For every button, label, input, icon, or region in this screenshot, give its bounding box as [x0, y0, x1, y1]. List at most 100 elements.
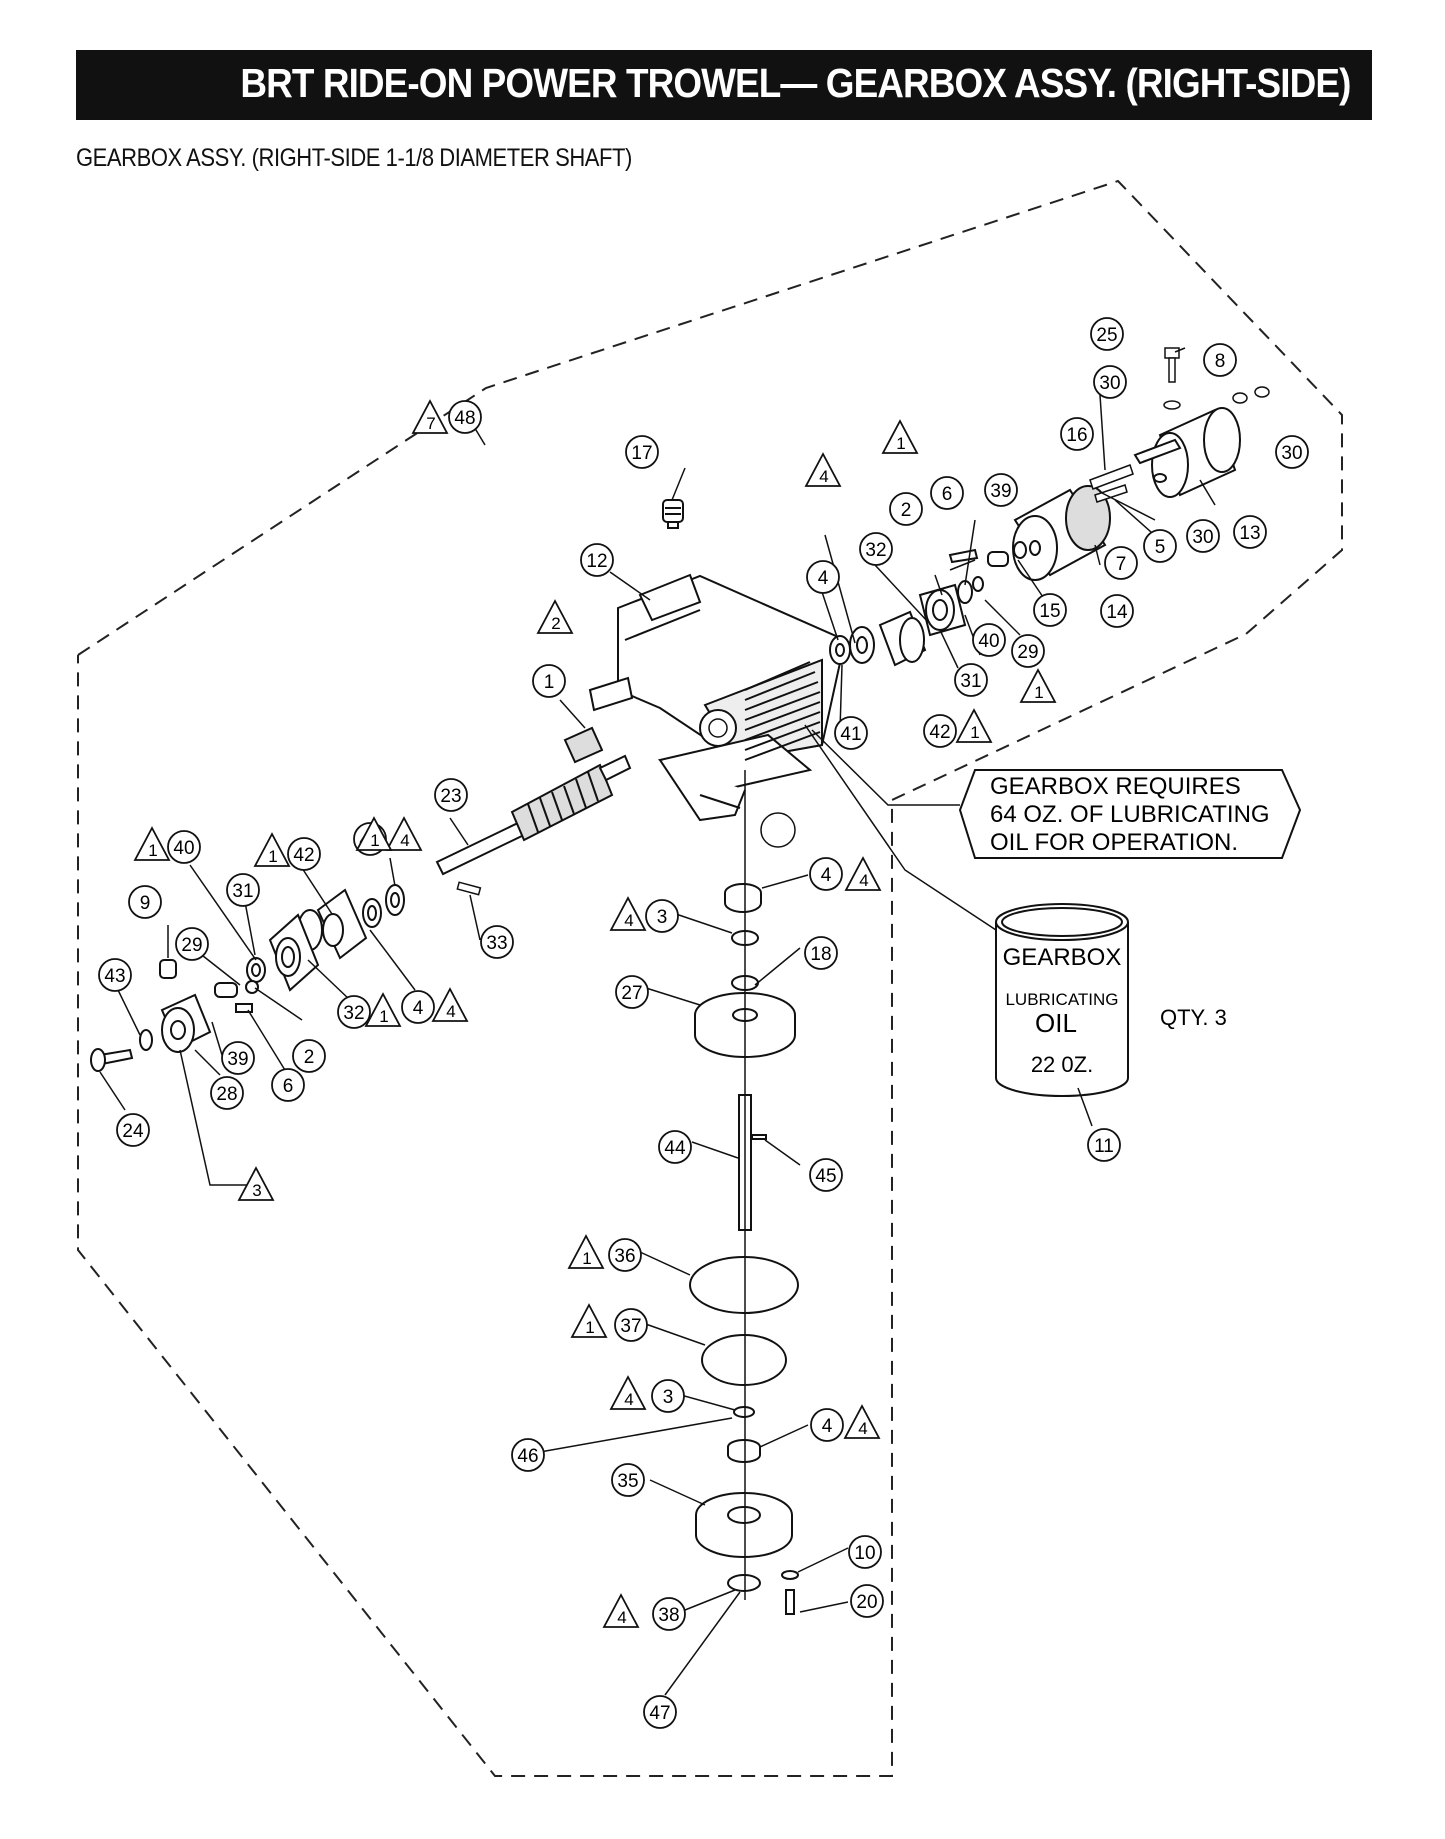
- note-triangle-shape: [253, 832, 291, 867]
- callout-label: 38: [658, 1605, 679, 1626]
- note-triangle-2: 2: [536, 599, 574, 634]
- callout-label: 46: [517, 1446, 538, 1467]
- callout-circle: [448, 400, 482, 434]
- callout-label: 48: [454, 408, 475, 429]
- callout-label: 29: [181, 935, 202, 956]
- note-triangle-shape: [609, 1375, 647, 1410]
- note-line-2: 64 OZ. OF LUBRICATING: [990, 801, 1270, 828]
- callout-4: 4: [809, 857, 843, 891]
- note-label: 1: [582, 1249, 591, 1268]
- callout-30: 30: [1186, 519, 1220, 553]
- callout-label: 20: [856, 1592, 877, 1613]
- callout-circle: [930, 476, 964, 510]
- callout-32: 32: [337, 995, 371, 1029]
- callout-label: 10: [854, 1543, 875, 1564]
- callout-label: 39: [227, 1049, 248, 1070]
- note-triangle-shape: [602, 1593, 640, 1628]
- callout-6: 6: [930, 476, 964, 510]
- callout-14: 14: [1100, 594, 1134, 628]
- note-triangle-4: 4: [843, 1404, 881, 1439]
- note-label: 4: [858, 1419, 867, 1438]
- note-label: 3: [252, 1181, 261, 1200]
- note-label: 4: [624, 1390, 633, 1409]
- callout-label: 3: [657, 907, 668, 928]
- callout-48: 48: [448, 400, 482, 434]
- note-triangle-1: 1: [364, 992, 402, 1027]
- callout-label: 47: [649, 1703, 670, 1724]
- oil-can-leader: [804, 724, 997, 931]
- callout-23: 23: [434, 778, 468, 812]
- note-label: 1: [370, 831, 379, 850]
- oil-can-qty: QTY. 3: [1160, 1005, 1227, 1030]
- callout-circle: [116, 1113, 150, 1147]
- callout-41: 41: [834, 716, 868, 750]
- note-triangle-shape: [411, 399, 449, 434]
- worm-bushing: [563, 726, 604, 764]
- callout-5: 5: [1143, 529, 1177, 563]
- callout-label: 40: [978, 631, 999, 652]
- callout-circle: [625, 435, 659, 469]
- callout-25: 25: [1090, 317, 1124, 351]
- callout-label: 33: [486, 933, 507, 954]
- oil-can-line2: LUBRICATING: [1005, 990, 1118, 1009]
- callout-label: 30: [1281, 443, 1302, 464]
- note-triangle-4: 4: [602, 1593, 640, 1628]
- note-triangle-3: 3: [237, 1166, 275, 1201]
- callout-42: 42: [923, 714, 957, 748]
- callout-label: 42: [929, 722, 950, 743]
- callout-24: 24: [116, 1113, 150, 1147]
- callout-4: 4: [806, 560, 840, 594]
- note-triangle-4: 4: [804, 452, 842, 487]
- callout-circle: [221, 1041, 255, 1075]
- callout-label: 42: [293, 845, 314, 866]
- callout-label: 12: [586, 551, 607, 572]
- callout-8: 8: [1203, 343, 1237, 377]
- callout-label: 6: [942, 484, 953, 505]
- drive-pulley: [1012, 485, 1111, 581]
- callout-circle: [834, 716, 868, 750]
- callout-circle: [167, 830, 201, 864]
- callout-circle: [651, 1379, 685, 1413]
- callout-37: 37: [614, 1308, 648, 1342]
- callout-label: 44: [664, 1138, 686, 1159]
- note-triangle-7: 7: [411, 399, 449, 434]
- callout-circle: [923, 714, 957, 748]
- note-triangle-shape: [567, 1234, 605, 1269]
- callout-label: 1: [544, 672, 555, 693]
- note-triangle-shape: [804, 452, 842, 487]
- assembly-subtitle: GEARBOX ASSY. (RIGHT-SIDE 1-1/8 DIAMETER…: [76, 144, 632, 172]
- note-triangle-1: 1: [955, 708, 993, 743]
- lubrication-note-box: [958, 769, 1302, 859]
- callout-40: 40: [972, 623, 1006, 657]
- callout-circle: [608, 1238, 642, 1272]
- callout-label: 39: [990, 481, 1011, 502]
- note-triangle-shape: [609, 896, 647, 931]
- note-triangle-4: 4: [431, 987, 469, 1022]
- callout-label: 4: [818, 568, 829, 589]
- callout-circle: [984, 473, 1018, 507]
- note-triangle-4: 4: [609, 896, 647, 931]
- note-line-3: OIL FOR OPERATION.: [990, 829, 1238, 856]
- note-triangle-1: 1: [881, 419, 919, 454]
- callout-label: 23: [440, 786, 461, 807]
- callout-36: 36: [608, 1238, 642, 1272]
- callout-40: 40: [167, 830, 201, 864]
- callout-circle: [850, 1584, 884, 1618]
- callout-circle: [511, 1438, 545, 1472]
- callout-circle: [1100, 594, 1134, 628]
- callout-1: 1: [532, 664, 566, 698]
- callout-label: 40: [173, 838, 194, 859]
- callout-circle: [889, 492, 923, 526]
- note-triangle-shape: [570, 1303, 608, 1338]
- callout-29: 29: [175, 927, 209, 961]
- note-triangle-shape: [881, 419, 919, 454]
- callout-circle: [337, 995, 371, 1029]
- callout-label: 6: [283, 1076, 294, 1097]
- callout-47: 47: [643, 1695, 677, 1729]
- note-label: 7: [426, 414, 435, 433]
- note-triangle-1: 1: [253, 832, 291, 867]
- callout-circle: [611, 1463, 645, 1497]
- callout-circle: [1087, 1128, 1121, 1162]
- callout-32: 32: [859, 532, 893, 566]
